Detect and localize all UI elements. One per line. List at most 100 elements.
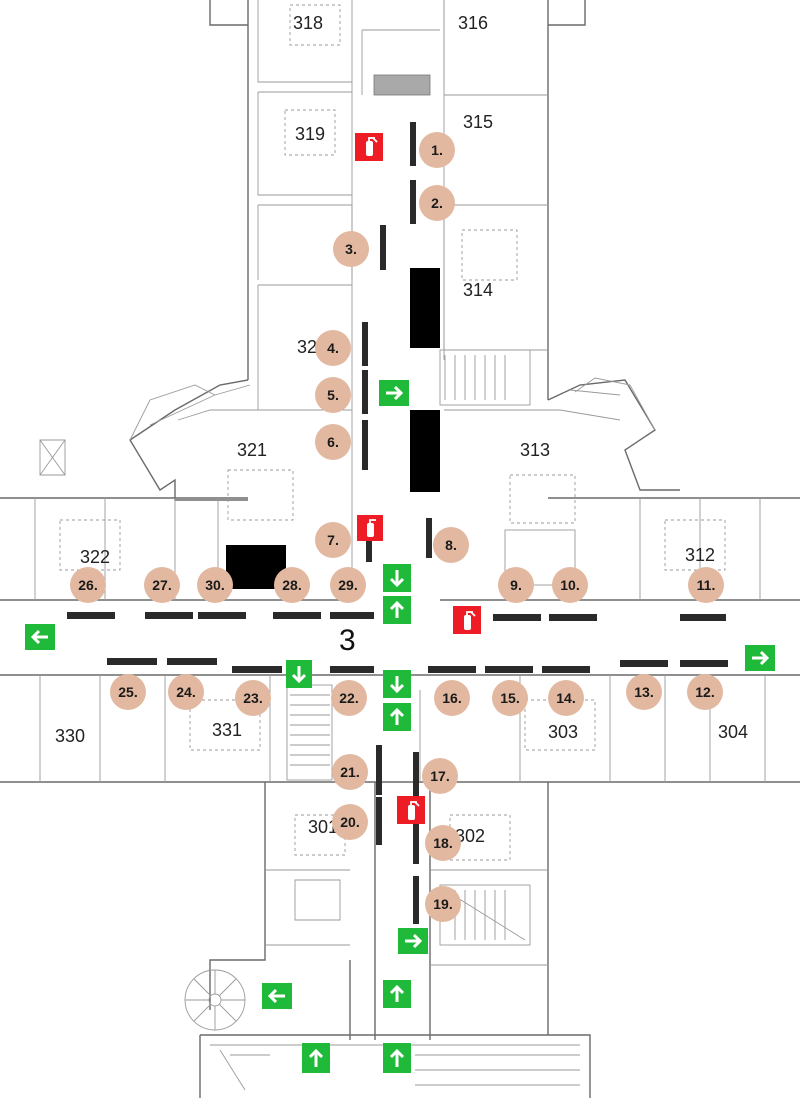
marker-18: 18.: [425, 825, 461, 861]
marker-9: 9.: [498, 567, 534, 603]
marker-circle: [333, 231, 369, 267]
marker-circle: [433, 527, 469, 563]
numbered-markers: 1.2.3.4.5.6.7.8.9.10.11.12.13.14.15.16.1…: [70, 132, 724, 922]
marker-label: 10.: [560, 577, 579, 593]
fire-extinguisher-icon: [397, 796, 425, 824]
fire-extinguisher-icon: [357, 515, 383, 541]
marker-circle: [197, 567, 233, 603]
panel: [107, 658, 157, 665]
marker-circle: [144, 567, 180, 603]
marker-21: 21.: [332, 754, 368, 790]
marker-circle: [687, 674, 723, 710]
exit-arrow-icon: [383, 670, 411, 698]
marker-11: 11.: [688, 567, 724, 603]
marker-circle: [425, 886, 461, 922]
marker-label: 6.: [327, 434, 339, 450]
floor-number-label: 3: [339, 624, 356, 657]
panel: [380, 225, 386, 270]
panel: [413, 814, 419, 864]
marker-circle: [168, 674, 204, 710]
marker-28: 28.: [274, 567, 310, 603]
exit-arrow-icon: [25, 624, 55, 650]
panel: [428, 666, 476, 673]
panel: [362, 370, 368, 414]
marker-circle: [235, 680, 271, 716]
panel: [549, 614, 597, 621]
marker-label: 27.: [152, 577, 171, 593]
room-label-320: 32: [297, 337, 317, 357]
marker-circle: [688, 567, 724, 603]
marker-label: 24.: [176, 684, 195, 700]
marker-22: 22.: [331, 680, 367, 716]
room-label-316: 316: [458, 13, 488, 33]
room-label-313: 313: [520, 440, 550, 460]
marker-24: 24.: [168, 674, 204, 710]
panel: [145, 612, 193, 619]
marker-label: 5.: [327, 387, 339, 403]
fire-extinguisher-icon: [355, 133, 383, 161]
marker-circle: [315, 522, 351, 558]
room-label-318: 318: [293, 13, 323, 33]
marker-circle: [548, 680, 584, 716]
exit-arrow-icon: [383, 564, 411, 592]
panel: [485, 666, 533, 673]
marker-circle: [274, 567, 310, 603]
marker-circle: [498, 567, 534, 603]
room-label-312: 312: [685, 545, 715, 565]
panel: [410, 122, 416, 166]
panel: [680, 660, 728, 667]
marker-label: 1.: [431, 142, 443, 158]
marker-19: 19.: [425, 886, 461, 922]
marker-label: 20.: [340, 814, 359, 830]
marker-label: 3.: [345, 241, 357, 257]
marker-label: 21.: [340, 764, 359, 780]
panel: [413, 752, 419, 797]
panel: [376, 745, 382, 795]
marker-label: 15.: [500, 690, 519, 706]
marker-circle: [331, 680, 367, 716]
spiral-stairs: [184, 969, 246, 1031]
panel: [542, 666, 590, 673]
marker-label: 29.: [338, 577, 357, 593]
panel: [198, 612, 246, 619]
marker-label: 17.: [430, 768, 449, 784]
marker-7: 7.: [315, 522, 351, 558]
marker-label: 26.: [78, 577, 97, 593]
marker-label: 14.: [556, 690, 575, 706]
marker-circle: [492, 680, 528, 716]
room-label-331: 331: [212, 720, 242, 740]
marker-circle: [434, 680, 470, 716]
exit-arrow-icon: [379, 380, 409, 406]
exit-arrow-icon: [383, 596, 411, 624]
exit-arrow-icon: [745, 645, 775, 671]
panel: [413, 876, 419, 924]
marker-label: 30.: [205, 577, 224, 593]
marker-3: 3.: [333, 231, 369, 267]
marker-14: 14.: [548, 680, 584, 716]
marker-circle: [552, 567, 588, 603]
marker-label: 13.: [634, 684, 653, 700]
exit-arrow-icon: [383, 703, 411, 731]
marker-circle: [419, 132, 455, 168]
marker-label: 4.: [327, 340, 339, 356]
room-labels: 318 316 319 315 314 32 321 313 322 312 3…: [55, 13, 748, 846]
room-label-319: 319: [295, 124, 325, 144]
marker-25: 25.: [110, 674, 146, 710]
exit-arrow-icon: [286, 660, 312, 688]
marker-16: 16.: [434, 680, 470, 716]
exit-arrow-icon: [302, 1043, 330, 1073]
marker-circle: [110, 674, 146, 710]
marker-label: 25.: [118, 684, 137, 700]
room-label-304: 304: [718, 722, 748, 742]
exit-arrow-icon: [383, 1043, 411, 1073]
exit-arrow-icon: [262, 983, 292, 1009]
stairs-north: [439, 349, 531, 406]
exit-arrow-icon: [398, 928, 428, 954]
room-label-314: 314: [463, 280, 493, 300]
display-panels: [67, 122, 728, 924]
panel: [273, 612, 321, 619]
marker-label: 2.: [431, 195, 443, 211]
room-label-303: 303: [548, 722, 578, 742]
room-label-301: 301: [308, 817, 338, 837]
exit-arrow-icon: [383, 980, 411, 1008]
